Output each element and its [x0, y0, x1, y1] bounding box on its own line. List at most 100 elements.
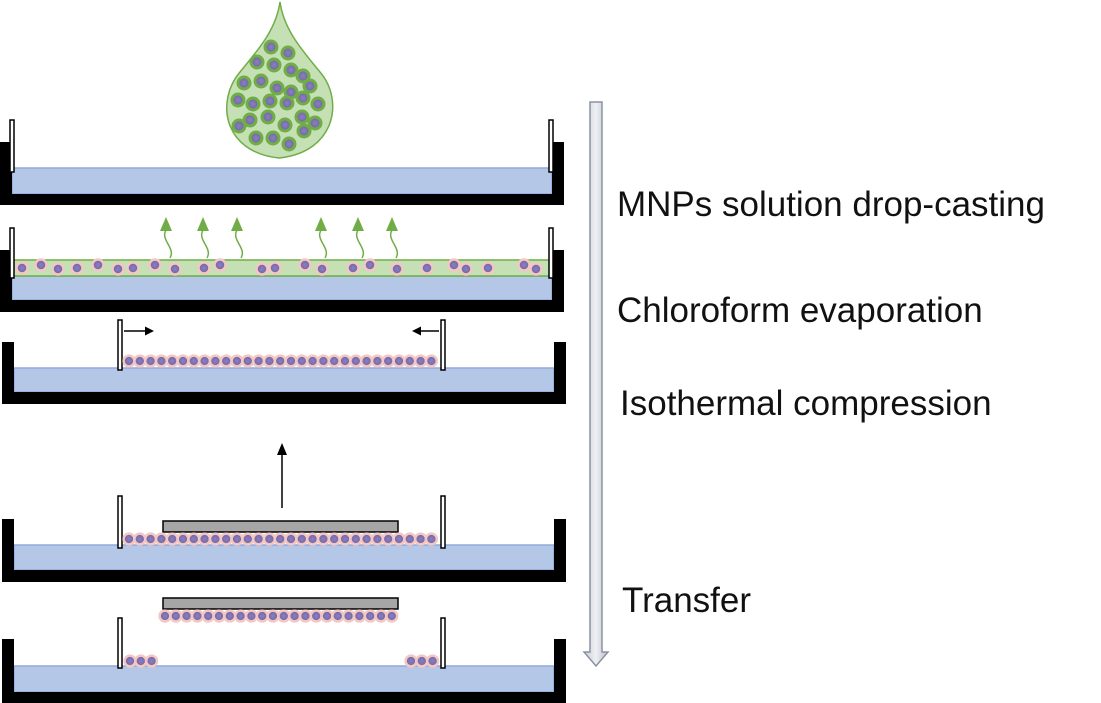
evaporation-arrowhead: [231, 217, 243, 231]
nanoparticle: [316, 354, 331, 368]
nanoparticle: [447, 258, 461, 272]
nanoparticle: [231, 118, 247, 134]
nanoparticle: [283, 62, 299, 78]
nanoparticle: [298, 258, 312, 272]
nanoparticle: [413, 354, 428, 368]
compression-arrow-left: [412, 326, 439, 336]
nanoparticle: [302, 78, 318, 94]
nanoparticle: [154, 354, 169, 368]
substrate: [162, 520, 399, 533]
nanoparticle: [219, 532, 233, 546]
nanoparticle: [349, 354, 363, 368]
nanoparticle: [168, 262, 182, 276]
monolayer-at-interface: [122, 532, 439, 546]
stage-evaporation: [0, 217, 564, 312]
nanoparticle: [143, 532, 158, 546]
nanoparticle: [307, 115, 323, 131]
nanoparticle: [310, 96, 326, 112]
nanoparticle: [255, 609, 269, 623]
evaporation-arrow: [200, 229, 210, 259]
barrier-left: [117, 319, 123, 371]
nanoparticle: [263, 39, 279, 55]
nanoparticle: [144, 654, 159, 668]
nanoparticle: [424, 354, 439, 368]
nanoparticle: [190, 609, 205, 623]
nanoparticle: [134, 654, 148, 668]
nanoparticle: [425, 654, 440, 668]
nanoparticle: [176, 354, 190, 368]
nanoparticle: [273, 354, 287, 368]
nanoparticle: [91, 258, 105, 272]
nanoparticle: [122, 532, 136, 546]
stage-transfer-contact: [2, 495, 566, 582]
nanoparticle: [424, 532, 439, 546]
nanoparticle: [404, 654, 418, 668]
nanoparticle: [265, 130, 281, 146]
evaporation-arrow: [163, 229, 173, 259]
trough-wall: [2, 519, 566, 582]
nanoparticle: [381, 532, 395, 546]
nanoparticle: [305, 532, 320, 546]
nanoparticle: [370, 532, 385, 546]
nanoparticle: [338, 532, 352, 546]
nanoparticle: [251, 532, 266, 546]
nanoparticle: [305, 354, 320, 368]
trough-wall: [2, 342, 566, 404]
nanoparticle: [529, 262, 543, 276]
nanoparticle: [352, 609, 367, 623]
nanoparticle: [413, 532, 428, 546]
nanoparticle: [230, 532, 244, 546]
nanoparticle: [165, 354, 179, 368]
evaporation-arrows: [160, 217, 399, 259]
step-label-compression: Isothermal compression: [620, 384, 992, 423]
nanoparticle: [295, 532, 309, 546]
barrier-left: [117, 495, 123, 549]
nanoparticle: [242, 112, 258, 128]
nanoparticle: [359, 532, 374, 546]
barrier-right: [548, 227, 554, 279]
nanoparticle: [295, 354, 309, 368]
droplet-nanoparticles: [230, 39, 326, 152]
nanoparticle: [349, 532, 363, 546]
transferred-monolayer: [123, 609, 440, 668]
nanoparticle: [208, 532, 223, 546]
evaporation-arrowhead: [197, 217, 209, 231]
nanoparticle: [277, 609, 291, 623]
nanoparticle: [298, 609, 313, 623]
nanoparticle: [392, 354, 406, 368]
stage-compression: [2, 319, 566, 404]
subphase-water: [13, 665, 555, 693]
nanoparticle: [273, 532, 287, 546]
nanoparticle: [403, 354, 417, 368]
nanoparticle: [230, 92, 246, 108]
nanoparticle: [268, 261, 282, 275]
nanoparticle: [266, 609, 280, 623]
nanoparticle: [197, 532, 212, 546]
nanoparticle: [197, 354, 212, 368]
process-flow-arrow: [582, 101, 610, 668]
withdrawal-arrow: [277, 443, 287, 508]
nanoparticle: [244, 609, 259, 623]
trough-wall: [2, 639, 566, 703]
nanoparticle: [370, 354, 385, 368]
nanoparticle: [126, 261, 140, 275]
stage-drop-casting: [0, 1, 564, 205]
nanoparticle: [154, 532, 169, 546]
nanoparticle: [374, 609, 388, 623]
nanoparticle: [201, 609, 215, 623]
nanoparticle: [158, 609, 172, 623]
nanoparticle: [262, 93, 278, 109]
barrier-right: [440, 617, 446, 669]
nanoparticle: [284, 354, 298, 368]
nanoparticle: [338, 354, 352, 368]
nanoparticle: [165, 532, 179, 546]
nanoparticle: [213, 258, 227, 272]
evaporation-arrow: [355, 229, 365, 259]
nanoparticle: [51, 262, 65, 276]
nanoparticle: [208, 354, 223, 368]
nanoparticle: [266, 57, 282, 73]
compression-arrow-right: [124, 326, 154, 336]
nanoparticle: [320, 609, 334, 623]
nanoparticle: [392, 532, 406, 546]
nanoparticle: [251, 354, 266, 368]
